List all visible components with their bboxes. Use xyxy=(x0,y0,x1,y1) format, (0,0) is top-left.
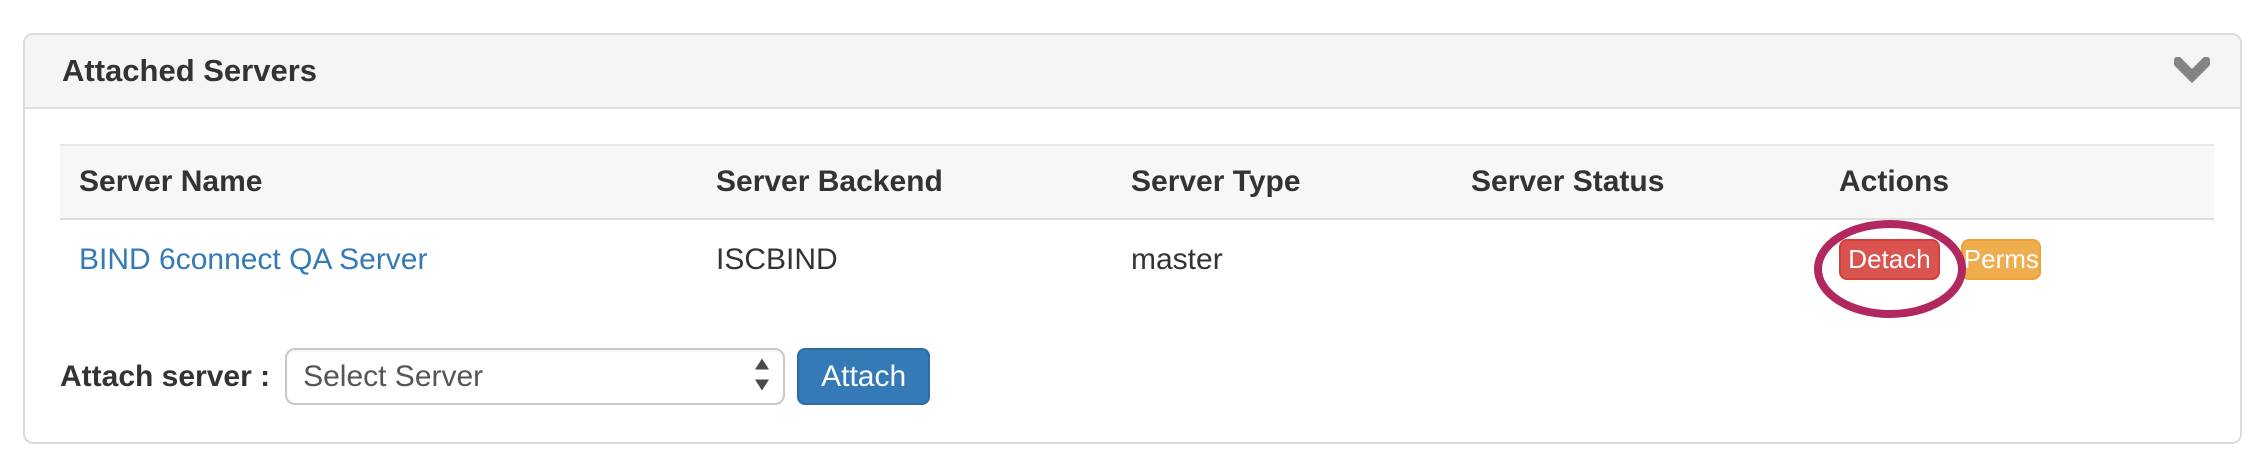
cell-server-status xyxy=(1452,219,1820,299)
server-name-link[interactable]: BIND 6connect QA Server xyxy=(79,242,428,276)
collapse-toggle-button[interactable] xyxy=(2170,54,2214,88)
cell-server-type: master xyxy=(1131,242,1223,276)
detach-button[interactable]: Detach xyxy=(1839,239,1940,280)
detach-button-wrap: Detach xyxy=(1813,219,1966,318)
cell-actions: Detach Perms xyxy=(1813,219,2214,318)
column-header-server-status: Server Status xyxy=(1452,144,1820,220)
cell-server-backend: ISCBIND xyxy=(716,242,838,276)
column-header-server-type: Server Type xyxy=(1112,144,1452,220)
column-header-server-backend: Server Backend xyxy=(697,144,1112,220)
attached-servers-table: Server Name Server Backend Server Type S… xyxy=(60,144,2214,318)
column-header-actions: Actions xyxy=(1820,144,2214,220)
perms-button[interactable]: Perms xyxy=(1961,239,2042,280)
attach-server-row: Attach server : Select Server Attach xyxy=(60,348,2240,405)
table-row: BIND 6connect QA Server ISCBIND master D… xyxy=(60,219,2214,318)
attach-button[interactable]: Attach xyxy=(797,348,931,405)
attached-servers-panel: Attached Servers Server Name Server Back… xyxy=(23,33,2242,444)
table-header-row: Server Name Server Backend Server Type S… xyxy=(60,144,2214,220)
column-header-server-name: Server Name xyxy=(60,144,697,220)
server-select-wrap: Select Server xyxy=(285,348,786,405)
panel-heading: Attached Servers xyxy=(25,35,2240,109)
chevron-down-icon xyxy=(2170,54,2214,86)
server-select[interactable]: Select Server xyxy=(285,348,786,405)
cell-server-name: BIND 6connect QA Server xyxy=(60,219,697,299)
panel-title: Attached Servers xyxy=(62,53,318,88)
attach-server-label: Attach server : xyxy=(60,359,271,393)
